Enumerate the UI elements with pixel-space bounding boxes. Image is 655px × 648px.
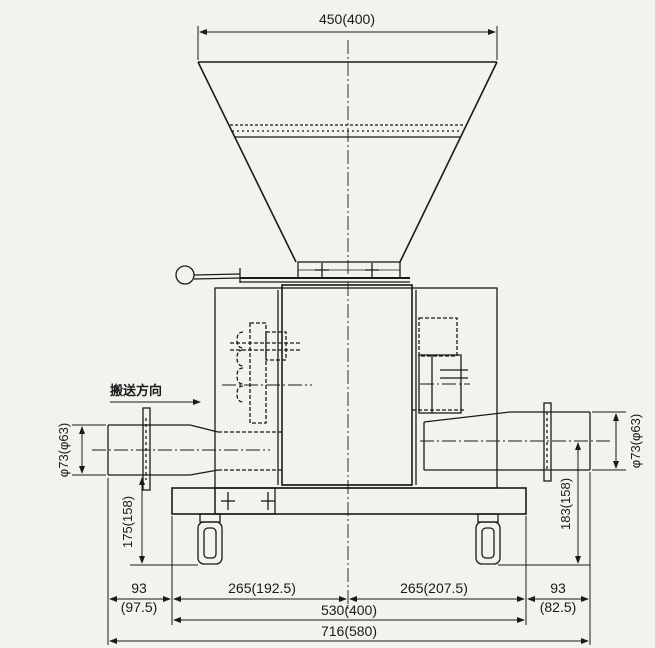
dim-top-width: 450(400) [319, 11, 375, 27]
hopper [197, 61, 498, 279]
caster-wheel-left [197, 513, 223, 565]
dim-right-height: 183(158) [558, 478, 573, 530]
dimension-lines [72, 26, 626, 645]
dim-right-diameter: φ73(φ63) [628, 414, 643, 468]
center-lines [92, 40, 612, 612]
caster-wheel-right [475, 513, 501, 565]
dim-frame-width: 530(400) [321, 602, 377, 618]
machine-frame [214, 284, 498, 489]
dim-right-outer-alt: (82.5) [540, 599, 577, 615]
dim-left-diameter: φ73(φ63) [56, 423, 71, 477]
flange-bolt-icon [365, 263, 379, 277]
bolt-icon [261, 492, 275, 510]
dim-left-outer-alt: (97.5) [121, 599, 158, 615]
dim-right-outer: 93 [550, 580, 566, 596]
base-plate [171, 484, 527, 515]
drive-motor [412, 317, 468, 414]
dim-left-outer: 93 [131, 580, 147, 596]
dim-left-inner: 265(192.5) [228, 580, 296, 596]
dim-total-width: 716(580) [321, 623, 377, 639]
drive-sprocket [230, 322, 300, 424]
dim-left-height: 175(158) [120, 496, 135, 548]
conveying-direction-label: 搬送方向 [110, 383, 162, 398]
outlet-tube-right [423, 402, 591, 482]
inlet-tube-left [107, 407, 282, 491]
bolt-icon [221, 492, 235, 510]
flange-bolt-icon [315, 263, 329, 277]
shutter-lever [175, 265, 410, 285]
dim-right-inner: 265(207.5) [400, 580, 468, 596]
